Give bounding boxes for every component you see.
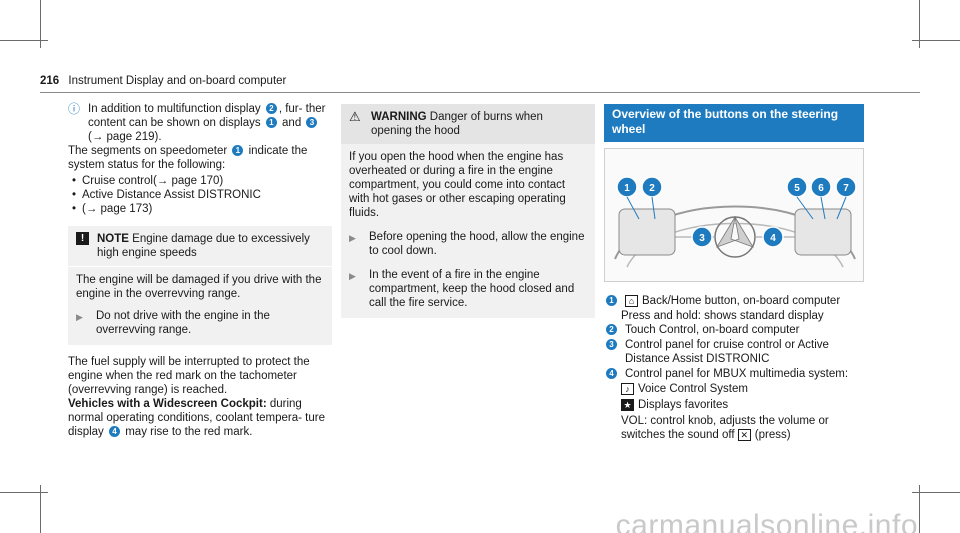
section-title: Overview of the buttons on the steering … [604,104,864,142]
crop-mark [0,40,48,41]
warning-label: WARNING [371,111,427,123]
callout-3: 3 [306,117,318,129]
crop-mark [919,0,920,48]
callout-2: 2 [265,103,277,115]
page-header: 216 Instrument Display and on-board comp… [40,74,286,88]
list-item: Cruise control(→ page 170) [68,174,332,188]
column-middle: ⚠ WARNING Danger of burns when opening t… [341,104,595,318]
note-action: Do not drive with the engine in the over… [96,310,270,336]
legend-item-3: 3 Control panel for cruise control or Ac… [604,338,864,366]
arrow-icon: ▶ [76,312,83,322]
voice-control-line: ♪Voice Control System [604,382,864,396]
column-right: Overview of the buttons on the steering … [604,104,864,442]
figure-callout-2: 2 [649,183,655,194]
note-box: ! NOTE Engine damage due to excessively … [68,226,332,345]
legend: 1 ⌂Back/Home button, on-board computer P… [604,294,864,442]
figure-callout-5: 5 [794,183,800,194]
figure-callout-1: 1 [624,183,630,194]
legend-item-1-sub: Press and hold: shows standard display [621,310,824,322]
note-label: NOTE [97,233,129,245]
steering-wheel-figure: 1 2 3 4 5 6 7 [604,148,864,282]
figure-callout-6: 6 [818,183,824,194]
list-item: Active Distance Assist DISTRONIC [68,188,332,202]
mute-icon: ✕ [737,428,751,441]
legend-item-4: 4 Control panel for MBUX multimedia syst… [604,367,864,381]
info-note: ⓘ In addition to multifunction display 2… [68,102,332,144]
widescreen-text: Vehicles with a Widescreen Cockpit: duri… [68,398,325,438]
volume-line: VOL: control knob, adjusts the volume or… [621,415,829,441]
home-icon: ⌂ [625,294,638,307]
legend-item-1: 1 ⌂Back/Home button, on-board computer [604,294,864,308]
warning-action-2: In the event of a fire in the engine com… [369,269,575,309]
bullet-list: Cruise control(→ page 170) Active Distan… [68,174,332,216]
info-text: In addition to multifunction display 2, … [88,103,326,143]
crop-mark [0,492,48,493]
watermark: carmanualsonline.info [615,509,918,533]
note-title: Engine damage due to excessively high en… [97,233,310,259]
column-left: ⓘ In addition to multifunction display 2… [68,102,332,439]
page-number: 216 [40,75,60,87]
exclamation-icon: ! [76,232,89,245]
page-title: Instrument Display and on-board computer [68,75,287,87]
warning-body: If you open the hood when the engine has… [349,151,566,219]
figure-callout-4: 4 [770,233,776,244]
crop-mark [912,40,960,41]
info-icon: ⓘ [68,102,81,116]
warning-box: ⚠ WARNING Danger of burns when opening t… [341,104,595,318]
legend-item-2: 2 Touch Control, on-board computer [604,323,864,337]
arrow-icon: ▶ [349,271,356,281]
callout-1: 1 [265,117,277,129]
steering-wheel-illustration: 1 2 3 4 5 6 7 [614,176,857,268]
figure-callout-7: 7 [843,183,849,194]
list-item-cont: (→ page 173) [68,202,332,216]
crop-mark [40,485,41,533]
favorites-line: ★Displays favorites [604,398,864,412]
arrow-icon: ▶ [349,233,356,243]
crop-mark [40,0,41,48]
warning-icon: ⚠ [349,109,361,124]
fuel-text: The fuel supply will be interrupted to p… [68,356,310,396]
voice-control-icon: ♪ [621,382,634,395]
warning-title: Danger of burns when opening the hood [371,111,543,137]
crop-mark [919,485,920,533]
note-body: The engine will be damaged if you drive … [76,274,322,300]
figure-callout-3: 3 [699,233,705,244]
segments-text: The segments on speedometer 1 indicate t… [68,145,308,171]
crop-mark [912,492,960,493]
header-rule [40,92,920,93]
star-icon: ★ [621,398,634,411]
warning-action-1: Before opening the hood, allow the engin… [369,231,585,257]
